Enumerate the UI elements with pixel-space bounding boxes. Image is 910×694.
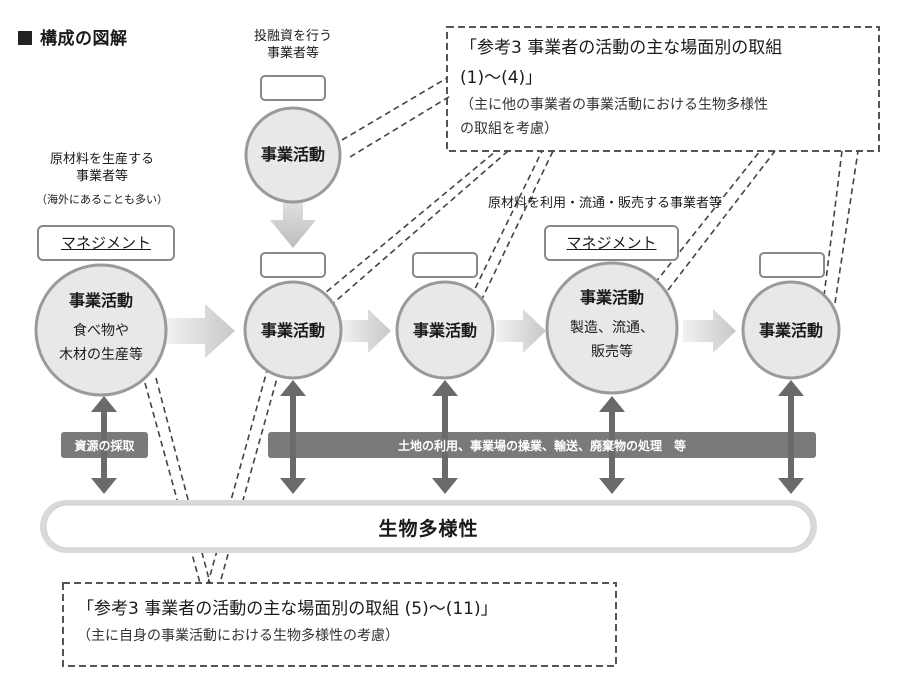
biodiversity-label: 生物多様性 [378, 518, 479, 540]
activity-5-label: 事業活動 [758, 321, 823, 340]
investor-activity-circle [244, 106, 342, 204]
top-reference-line1: 「参考3 事業者の活動の主な場面別の取組 [460, 38, 783, 58]
manufacturer-activity-detail-1: 製造、流通、 [570, 320, 654, 336]
page-title-text: 構成の図解 [40, 29, 128, 49]
activity-2-tag-box [260, 252, 326, 278]
land-use-label: 土地の利用、事業場の操業、輸送、廃棄物の処理 等 [397, 439, 686, 453]
top-reference-text: 「参考3 事業者の活動の主な場面別の取組 (1)～(4)」 （主に他の事業者の事… [460, 33, 875, 141]
investor-down-arrow [270, 197, 316, 248]
manufacturer-activity-label: 事業活動 [579, 288, 644, 307]
activity-circle-5 [741, 280, 841, 380]
manufacturer-activity-text: 事業活動 製造、流通、 販売等 [547, 287, 677, 364]
flow-arrows [165, 304, 736, 358]
producer-activity-text: 事業活動 食べ物や 木材の生産等 [36, 290, 166, 367]
producer-label-line2: 事業者等 [75, 169, 128, 184]
activity-3-tag-box [412, 252, 478, 278]
producer-activity-label: 事業活動 [68, 291, 133, 310]
square-bullet-icon [18, 31, 32, 45]
investor-label: 投融資を行う 事業者等 [243, 28, 343, 62]
management-box-left [37, 225, 175, 261]
investor-tag-box [260, 75, 326, 101]
activity-3-label: 事業活動 [412, 321, 477, 340]
top-reference-line4: の取組を考慮） [460, 121, 558, 137]
activity-2-label: 事業活動 [260, 321, 325, 340]
investor-label-line2: 事業者等 [266, 46, 319, 61]
top-connector-lines [318, 77, 859, 307]
producer-activity-detail-1: 食べ物や [73, 323, 129, 339]
activity-5-tag-box [759, 252, 825, 278]
management-label-left: マネジメント [60, 234, 151, 252]
producer-label-line1: 原材料を生産する [49, 152, 154, 167]
producer-label: 原材料を生産する 事業者等 [2, 151, 202, 185]
manufacturer-activity-circle [545, 261, 679, 395]
biodiversity-capsule-inner [45, 504, 812, 549]
impact-arrows [91, 380, 804, 494]
producer-note: （海外にあることも多い） [36, 193, 168, 206]
bottom-reference-box [62, 582, 617, 667]
bottom-reference-text: 「参考3 事業者の活動の主な場面別の取組 (5)～(11)」 （主に自身の事業活… [77, 594, 607, 648]
management-label-right: マネジメント [566, 234, 657, 252]
bottom-reference-line1: 「参考3 事業者の活動の主な場面別の取組 (5)～(11)」 [77, 599, 498, 619]
top-reference-line3: （主に他の事業者の事業活動における生物多様性 [460, 97, 768, 113]
producer-activity-detail-2: 木材の生産等 [59, 347, 143, 363]
bottom-reference-line2: （主に自身の事業活動における生物多様性の考慮） [77, 628, 399, 644]
resource-extraction-label: 資源の採取 [74, 439, 135, 453]
management-box-right [544, 225, 679, 261]
activity-circle-2 [243, 280, 343, 380]
land-use-bar [268, 432, 816, 458]
page-title: 構成の図解 [18, 24, 128, 49]
top-reference-box [446, 26, 880, 152]
producer-activity-circle [34, 263, 168, 397]
investor-activity-label: 事業活動 [260, 145, 325, 164]
investor-label-line1: 投融資を行う [253, 29, 332, 44]
manufacturer-activity-detail-2: 販売等 [591, 344, 633, 360]
distributor-group-label: 原材料を利用・流通・販売する事業者等 [487, 196, 722, 211]
activity-circle-3 [395, 280, 495, 380]
top-reference-line2: (1)～(4)」 [460, 68, 543, 88]
